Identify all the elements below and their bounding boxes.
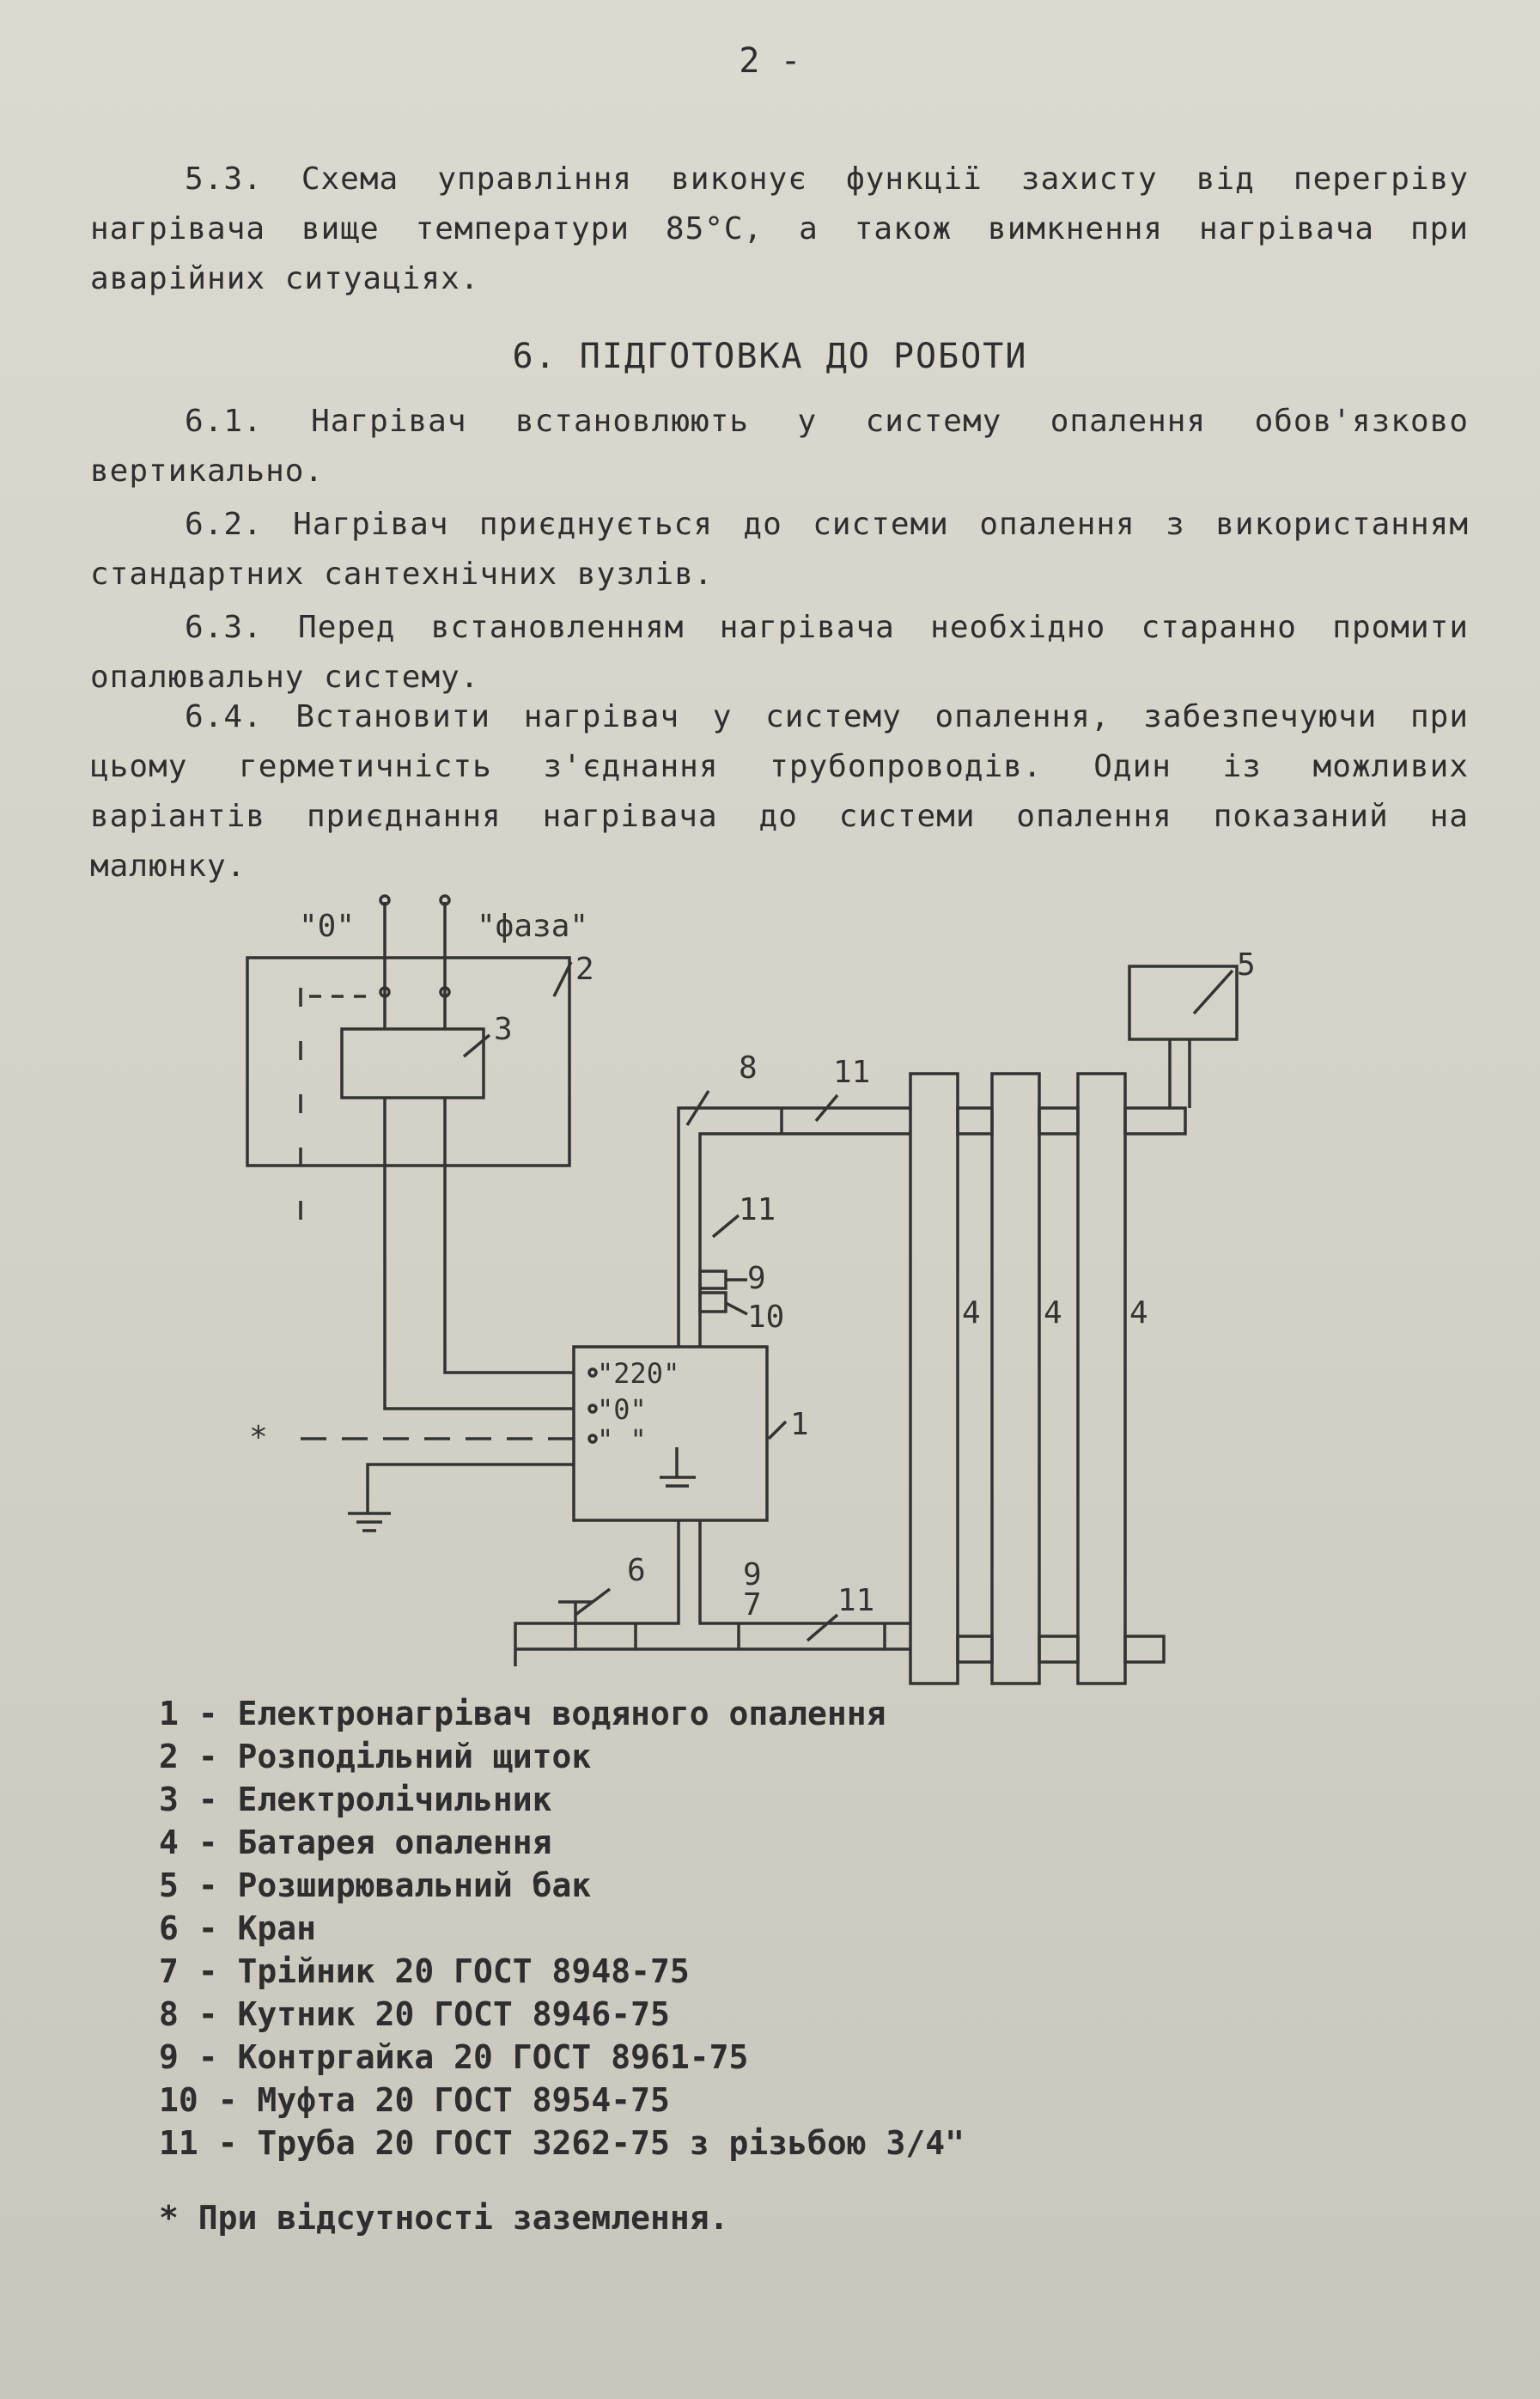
connection-diagram-svg: "0" "фаза" "220" "0" " " * 1 2 3 4 4 4 5… bbox=[246, 894, 1256, 1685]
legend-item: 1 - Електронагрівач водяного опалення bbox=[159, 1695, 886, 1732]
leader-3 bbox=[462, 1033, 491, 1058]
legend-item: 5 - Розширювальний бак bbox=[159, 1866, 592, 1904]
terminal-220-icon bbox=[587, 1367, 598, 1378]
legend-item: 4 - Батарея опалення bbox=[159, 1824, 552, 1861]
callout-3: 3 bbox=[494, 1012, 513, 1047]
paragraph-6-4-text: 6.4. Встановити нагрівач у систему опале… bbox=[90, 699, 1469, 884]
radiator-section-2 bbox=[990, 1072, 1041, 1685]
paragraph-5-3-text: 5.3. Схема управління виконує функції за… bbox=[90, 161, 1469, 296]
footnote: * При відсутності заземлення. bbox=[159, 2199, 729, 2237]
callout-7: 7 bbox=[743, 1587, 762, 1623]
paragraph-6-1-text: 6.1. Нагрівач встановлюють у систему опа… bbox=[90, 404, 1469, 489]
label-terminal-ground: " " bbox=[597, 1423, 647, 1456]
paragraph-6-4: 6.4. Встановити нагрівач у систему опале… bbox=[90, 692, 1469, 892]
node-zero-icon bbox=[379, 986, 391, 998]
radiator-plug-top bbox=[1123, 1106, 1187, 1136]
page-number: 2 - bbox=[739, 41, 801, 81]
legend-item: 8 - Кутник 20 ГОСТ 8946-75 bbox=[159, 1995, 670, 2033]
terminal-phase-icon bbox=[439, 894, 451, 906]
label-star: * bbox=[249, 1420, 268, 1455]
callout-11-bottom: 11 bbox=[837, 1583, 874, 1618]
connection-diagram: "0" "фаза" "220" "0" " " * 1 2 3 4 4 4 5… bbox=[232, 876, 1306, 1726]
leader-11-bottom bbox=[806, 1613, 839, 1642]
callout-11-mid: 11 bbox=[739, 1192, 776, 1227]
leader-1 bbox=[767, 1420, 788, 1440]
callout-1: 1 bbox=[790, 1407, 809, 1442]
leader-6 bbox=[574, 1587, 612, 1617]
legend-item: 10 - Муфта 20 ГОСТ 8954-75 bbox=[159, 2081, 670, 2119]
distribution-board-outline bbox=[246, 956, 571, 1167]
terminal-zero-icon bbox=[379, 894, 391, 906]
section-heading: 6. ПІДГОТОВКА ДО РОБОТИ bbox=[512, 337, 1028, 376]
callout-10: 10 bbox=[747, 1300, 784, 1335]
legend-item: 7 - Трійник 20 ГОСТ 8948-75 bbox=[159, 1952, 690, 1990]
callout-6: 6 bbox=[627, 1553, 646, 1588]
callout-4c: 4 bbox=[1129, 1295, 1148, 1330]
pipe-lower-left bbox=[514, 1520, 680, 1666]
radiator-nipple-bottom-2 bbox=[1038, 1635, 1080, 1664]
label-phase: "фаза" bbox=[477, 909, 588, 944]
paragraph-6-3: 6.3. Перед встановленням нагрівача необх… bbox=[90, 603, 1469, 703]
label-zero: "0" bbox=[299, 909, 355, 944]
pipe-upper-inner bbox=[698, 1132, 910, 1347]
ground-wire-left bbox=[366, 1463, 574, 1477]
paragraph-6-2-text: 6.2. Нагрівач приєднується до системи оп… bbox=[90, 507, 1469, 592]
legend-item: 3 - Електролічильник bbox=[159, 1781, 552, 1818]
node-phase-icon bbox=[439, 986, 451, 998]
paragraph-6-2: 6.2. Нагрівач приєднується до системи оп… bbox=[90, 500, 1469, 600]
legend: 1 - Електронагрівач водяного опалення 2 … bbox=[159, 1692, 965, 2165]
legend-item: 9 - Контргайка 20 ГОСТ 8961-75 bbox=[159, 2038, 749, 2076]
leader-8 bbox=[685, 1090, 710, 1126]
callout-5: 5 bbox=[1237, 947, 1256, 983]
electricity-meter-box bbox=[340, 1027, 485, 1099]
callout-11-top: 11 bbox=[833, 1055, 870, 1090]
radiator-plug-bottom bbox=[1123, 1635, 1166, 1664]
radiator-nipple-bottom-1 bbox=[956, 1635, 994, 1664]
leader-5 bbox=[1192, 969, 1234, 1015]
terminal-ground-icon bbox=[587, 1434, 598, 1444]
callout-4b: 4 bbox=[1044, 1295, 1062, 1330]
callout-2: 2 bbox=[575, 952, 594, 987]
electric-heater-box bbox=[572, 1345, 769, 1522]
radiator-nipple-top-1 bbox=[956, 1106, 994, 1136]
legend-item: 6 - Кран bbox=[159, 1909, 317, 1947]
pipe-upper-outer bbox=[677, 1106, 910, 1347]
label-terminal-0: "0" bbox=[597, 1393, 647, 1426]
pipe-lower-right-top bbox=[698, 1520, 910, 1625]
leader-10 bbox=[725, 1301, 748, 1316]
leader-2 bbox=[552, 961, 573, 997]
legend-item: 11 - Труба 20 ГОСТ 3262-75 з різьбою 3/4… bbox=[159, 2124, 965, 2162]
coupling-upper bbox=[698, 1291, 727, 1313]
expansion-tank-box bbox=[1128, 965, 1239, 1041]
callout-9-lower: 9 bbox=[743, 1557, 762, 1592]
wire-zero-out bbox=[383, 1098, 574, 1410]
callout-9-upper: 9 bbox=[747, 1261, 766, 1296]
radiator-section-1 bbox=[909, 1072, 959, 1685]
callout-4a: 4 bbox=[962, 1295, 981, 1330]
label-terminal-220: "220" bbox=[597, 1357, 679, 1390]
locknut-upper bbox=[698, 1270, 727, 1290]
callout-8: 8 bbox=[739, 1050, 758, 1086]
terminal-0-icon bbox=[587, 1403, 598, 1414]
radiator-nipple-top-2 bbox=[1038, 1106, 1080, 1136]
leader-11-mid bbox=[711, 1214, 740, 1239]
paragraph-6-3-text: 6.3. Перед встановленням нагрівача необх… bbox=[90, 610, 1469, 695]
radiator-section-3 bbox=[1076, 1072, 1127, 1685]
paragraph-5-3: 5.3. Схема управління виконує функції за… bbox=[90, 155, 1469, 304]
wire-phase-out bbox=[443, 1098, 574, 1374]
legend-item: 2 - Розподільний щиток bbox=[159, 1738, 592, 1775]
paragraph-6-1: 6.1. Нагрівач встановлюють у систему опа… bbox=[90, 397, 1469, 496]
leader-11-top bbox=[814, 1093, 839, 1123]
